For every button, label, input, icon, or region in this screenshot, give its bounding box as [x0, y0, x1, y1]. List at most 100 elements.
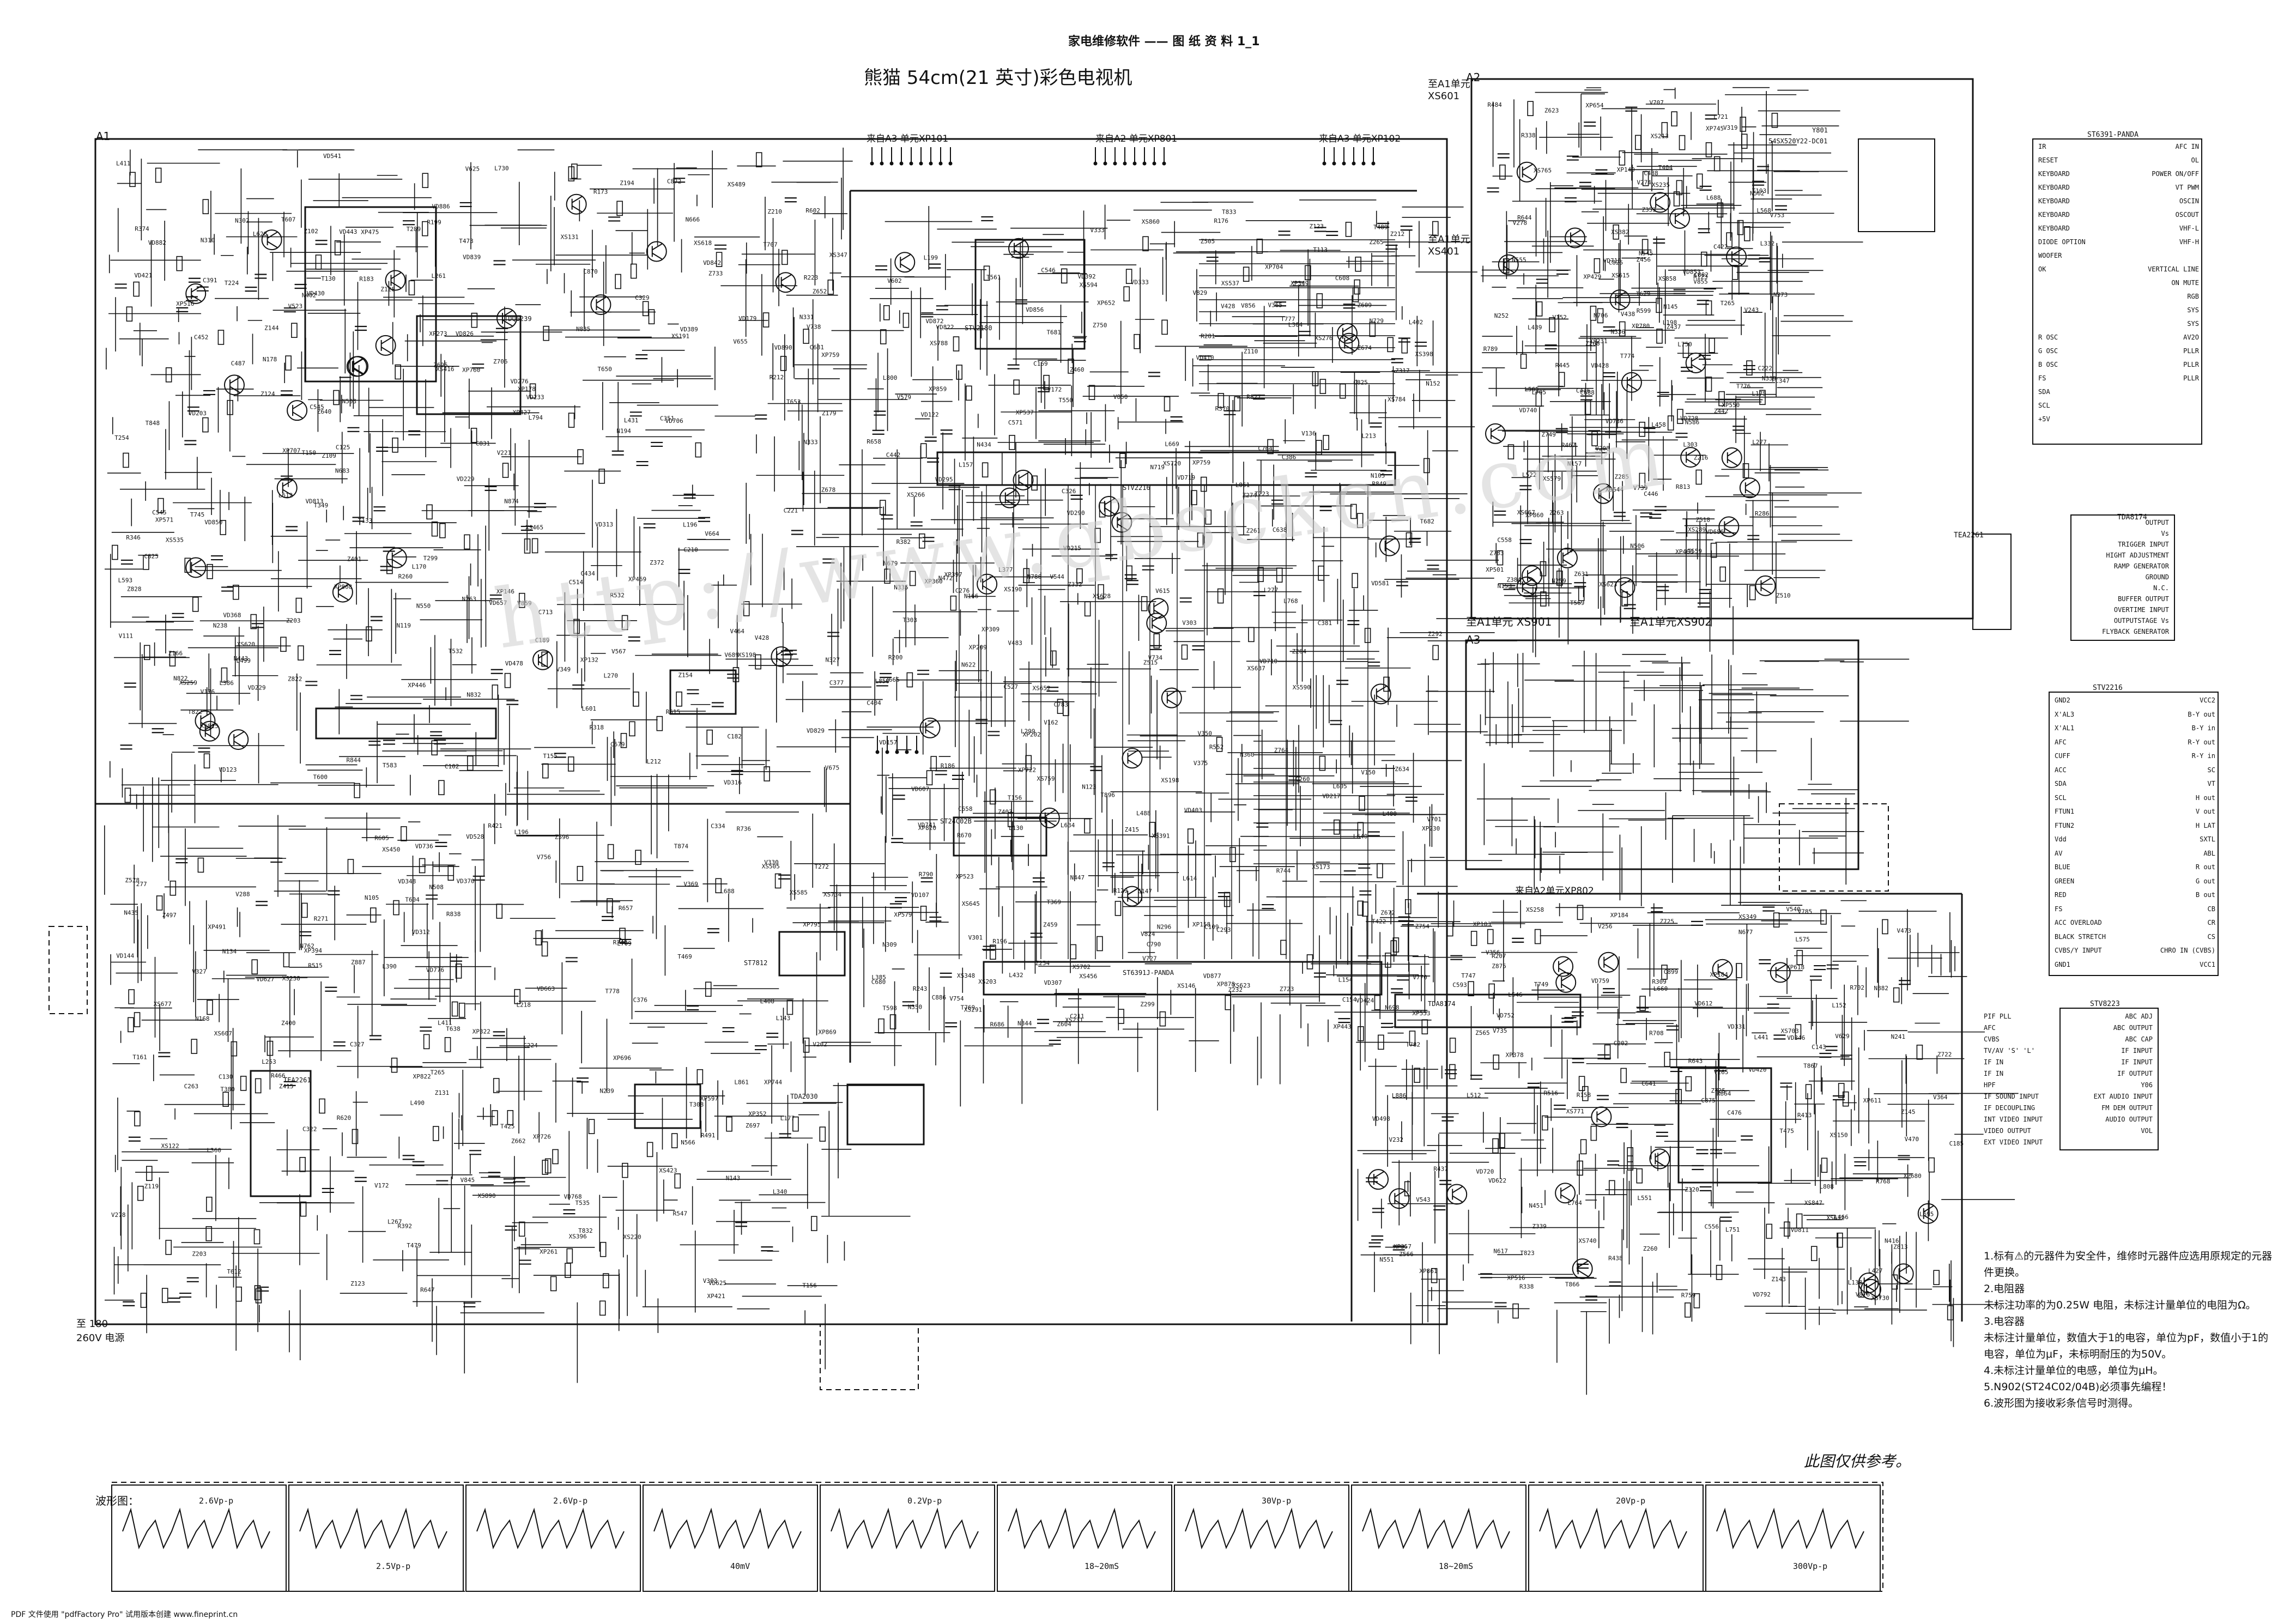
- component-designator: C658: [958, 805, 973, 813]
- component-designator: XS122: [161, 1142, 179, 1149]
- ic-body-tda8174: [1394, 993, 1582, 1028]
- component-designator: C872: [667, 178, 682, 185]
- resistor: [493, 1078, 500, 1093]
- pin-name: G OSC: [2038, 347, 2058, 355]
- resistor: [1749, 585, 1756, 601]
- component-designator: R664: [1717, 1090, 1731, 1097]
- resistor: [492, 684, 499, 700]
- component-designator: C327: [350, 1041, 365, 1048]
- transistor-lead: [781, 274, 792, 282]
- component-designator: C545: [152, 509, 167, 516]
- transistor-symbol: [1858, 1272, 1879, 1294]
- component-designator: N555: [1512, 257, 1526, 264]
- resistor: [656, 716, 663, 731]
- component-designator: Z750: [1093, 322, 1107, 329]
- component-designator: T289: [407, 226, 421, 233]
- resistor: [1740, 117, 1747, 132]
- pin-name: SC: [2207, 766, 2215, 774]
- resistor: [1050, 650, 1057, 666]
- resistor: [455, 964, 462, 979]
- notes-block: 1.标有⚠的元器件为安全件，维修时元器件应选用原规定的元器件更换。2.电阻器未标…: [1984, 1248, 2278, 1411]
- component-designator: Z510: [1776, 592, 1791, 599]
- pin-name: SCL: [2038, 402, 2050, 409]
- component-designator: V753: [1770, 212, 1785, 219]
- transistor-lead: [1620, 579, 1631, 586]
- pin-dot: [905, 750, 909, 754]
- component-designator: N339: [1762, 375, 1777, 382]
- transistor-lead: [1018, 481, 1029, 488]
- resistor: [393, 900, 399, 916]
- component-designator: XP579: [894, 911, 912, 918]
- component-designator: T598: [882, 1004, 897, 1011]
- pin-name: Vs: [2161, 530, 2169, 537]
- resistor: [169, 880, 177, 896]
- component-designator: T749: [1534, 981, 1549, 988]
- resistor: [1098, 584, 1104, 599]
- resistor: [354, 783, 360, 798]
- component-designator: VD428: [1591, 362, 1609, 369]
- transistor-lead: [502, 319, 513, 326]
- component-designator: R212: [770, 374, 784, 381]
- component-designator: XP822: [413, 1073, 431, 1080]
- component-designator: XP680: [1904, 1173, 1922, 1180]
- component-designator: Z733: [708, 270, 723, 277]
- component-designator: L721: [1713, 113, 1728, 120]
- component-designator: XP178: [518, 385, 536, 392]
- component-designator: T604: [405, 896, 420, 903]
- component-designator: V727: [1142, 955, 1157, 962]
- transistor-lead: [1014, 240, 1025, 247]
- component-designator: VD607: [911, 785, 929, 792]
- pin-name: CHRO IN (CVBS): [2160, 947, 2215, 954]
- resistor: [1499, 1132, 1505, 1148]
- resistor: [599, 1300, 606, 1316]
- component-designator: L299: [1021, 728, 1035, 735]
- pin-name: SCL: [2055, 793, 2067, 802]
- component-designator: C688: [1580, 389, 1595, 396]
- resistor: [1063, 701, 1069, 717]
- component-designator: T224: [225, 280, 239, 287]
- component-designator: C899: [1664, 968, 1679, 975]
- component-designator: T832: [578, 1227, 593, 1234]
- resistor: [648, 309, 655, 325]
- pin-name: R out: [2195, 863, 2215, 871]
- component-designator: L377: [998, 566, 1013, 573]
- component-designator: Z442: [1714, 408, 1729, 415]
- component-designator: L199: [924, 254, 938, 261]
- component-designator: VD217: [1322, 792, 1340, 799]
- component-designator: R790: [919, 871, 934, 878]
- resistor: [1191, 490, 1197, 505]
- component-designator: L640: [1353, 833, 1368, 840]
- component-designator: VD203: [189, 410, 207, 417]
- component-designator: Z609: [1358, 301, 1372, 308]
- component-designator: V856: [1241, 302, 1256, 309]
- resistor: [1609, 1180, 1615, 1196]
- component-designator: V438: [1621, 311, 1635, 318]
- pin-name: GND1: [2055, 960, 2070, 968]
- board-label-a1: A1: [96, 130, 111, 143]
- component-designator: N566: [681, 1139, 695, 1146]
- component-designator: L660: [1653, 985, 1668, 992]
- pin-name: IF INPUT: [2121, 1058, 2153, 1066]
- component-designator: VD410: [1196, 354, 1214, 361]
- transistor-symbol: [1338, 332, 1360, 354]
- component-designator: L800: [883, 374, 898, 381]
- component-designator: V356: [1486, 949, 1500, 956]
- component-designator: T774: [1620, 353, 1635, 360]
- component-designator: N435: [124, 910, 138, 917]
- component-designator: VD736: [415, 843, 433, 850]
- resistor: [1350, 504, 1357, 519]
- transistor-lead: [1745, 480, 1756, 487]
- pin-name: RESET: [2038, 156, 2058, 164]
- transistor-lead: [1153, 600, 1164, 608]
- resistor: [552, 1149, 559, 1165]
- component-designator: V540: [1786, 906, 1801, 913]
- pin-dot: [875, 750, 880, 754]
- transistor-symbol: [1726, 246, 1747, 268]
- transistor-lead: [776, 649, 787, 656]
- ic-body-flyback: [1677, 1067, 1772, 1184]
- component-designator: V473: [1897, 927, 1911, 934]
- component-designator: L360: [207, 1147, 221, 1154]
- resistor: [1916, 1044, 1923, 1060]
- resistor: [1280, 940, 1287, 955]
- waveform-trace: [476, 1507, 625, 1549]
